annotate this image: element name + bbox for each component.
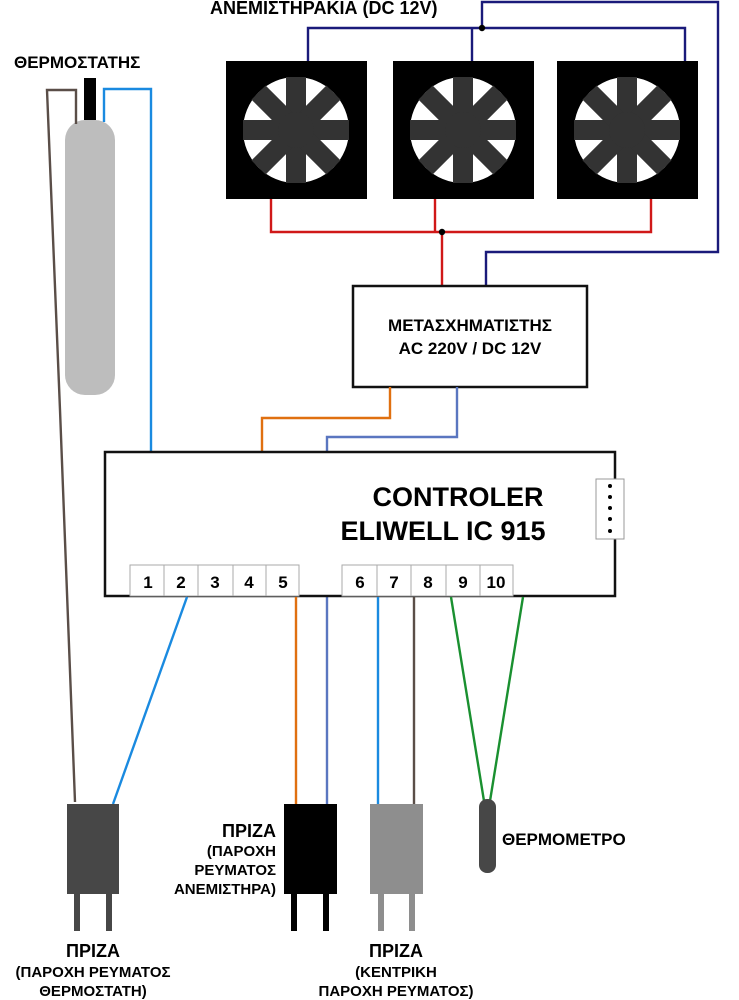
junction-dot [478,24,486,32]
transformer-line2: AC 220V / DC 12V [399,339,542,358]
terminal-6: 6 [355,573,364,592]
terminal-8: 8 [423,573,432,592]
fans-title: ΑΝΕΜΙΣΤΗΡΑΚΙΑ (DC 12V) [210,0,437,18]
thermostat-label: ΘΕΡΜΟΣΤΑΤΗΣ [14,53,140,72]
transformer-line1: ΜΕΤΑΣΧΗΜΑΤΙΣΤΗΣ [388,316,552,335]
terminal-5: 5 [278,573,287,592]
terminal-2: 2 [176,573,185,592]
thermometer-label: ΘΕΡΜΟΜΕΤΡΟ [502,830,626,849]
plug-main-line1: (ΚΕΝΤΡΙΚΗ [355,964,437,981]
wire-terminal-10-to-thermometer [488,596,525,802]
plug-main-line2: ΠΑΡΟΧΗ ΡΕΥΜΑΤΟΣ) [319,983,474,1000]
terminal-block-right: 6 7 8 9 10 [341,564,514,597]
plug-thermostat-title: ΠΡΙΖΑ [66,941,120,961]
thermometer-probe [479,799,496,873]
junction-dot [438,228,446,236]
terminal-1: 1 [143,573,152,592]
wire-terminal-2-to-thermostat-plug [111,596,189,805]
wire-fan-navy-bus [306,26,687,62]
wire-navy-to-transformer [480,0,720,286]
terminal-9: 9 [458,573,467,592]
controller-line2: ELIWELL IC 915 [340,516,545,546]
plug-thermostat-line2: ΘΕΡΜΟΣΤΑΤΗ) [39,983,146,1000]
plug-fans-line3: ΑΝΕΜΙΣΤΗΡΑ) [174,881,276,898]
wire-thermostat-to-terminal-1 [102,87,153,565]
plug-fans-line2: ΡΕΥΜΑΤΟΣ [194,862,276,879]
thermostat-cap [84,78,96,120]
plug-main-title: ΠΡΙΖΑ [369,941,423,961]
transformer-box [351,284,589,389]
terminal-3: 3 [210,573,219,592]
plug-fans-title: ΠΡΙΖΑ [222,821,276,841]
terminal-10: 10 [487,573,506,592]
terminal-4: 4 [244,573,254,592]
wire-terminal-8-to-thermometer [449,596,486,802]
plug-thermostat-line1: (ΠΑΡΟΧΗ ΡΕΥΜΑΤΟΣ [16,964,171,981]
thermostat-body [65,120,115,395]
wire-transformer-to-fan-plug [325,387,459,806]
fan-1 [226,61,367,199]
wire-thermostat-brown [45,88,78,803]
controller-display [595,478,625,540]
controller-line1: CONTROLER [373,482,544,512]
wire-fan-red-bus [269,198,653,234]
plug-thermostat [67,804,119,931]
terminal-block-left: 1 2 3 4 5 [129,564,300,597]
terminal-7: 7 [389,573,398,592]
plug-fans [284,804,337,931]
plug-fans-line1: (ΠΑΡΟΧΗ [207,843,276,860]
fan-3 [557,61,698,199]
plug-main [370,804,423,931]
fan-2 [393,61,534,199]
